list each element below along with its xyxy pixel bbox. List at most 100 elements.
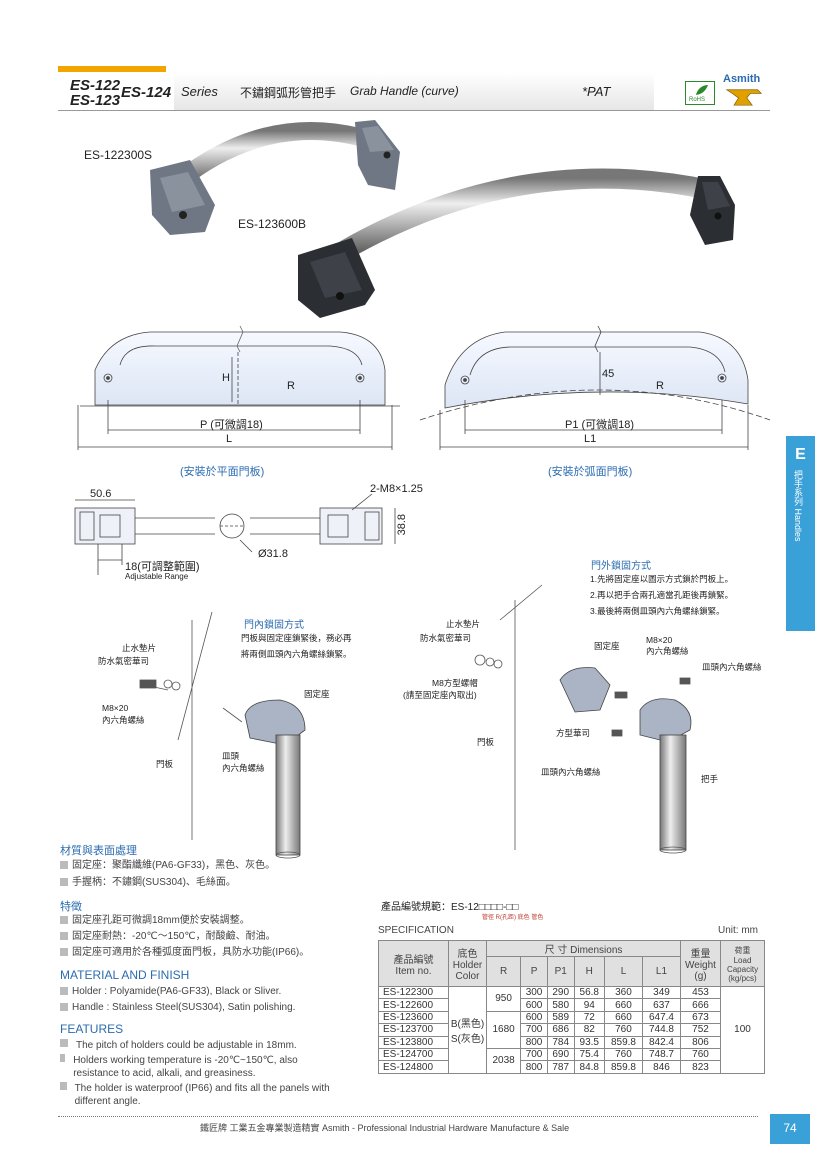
cell-p1: 784 (546, 1035, 575, 1049)
cell-h: 82 (573, 1023, 605, 1037)
page-number-box (770, 1114, 810, 1144)
inner-bolt-2: 內六角螺絲 (102, 715, 145, 725)
drawing-inner-mounting (139, 611, 306, 859)
cell-l: 859.8 (603, 1060, 643, 1074)
cell-load: 100 (720, 986, 765, 1074)
cell-p1: 580 (546, 998, 575, 1012)
cell-h: 84.8 (573, 1060, 605, 1074)
cell-p: 600 (520, 1010, 548, 1025)
cell-h: 93.5 (573, 1035, 605, 1049)
cell-id: ES-122300 (378, 985, 449, 1000)
material-en-title: MATERIAL AND FINISH (60, 968, 190, 982)
outer-washer: 止水墊片 (446, 619, 481, 629)
photo-label-es122300s: ES-122300S (84, 148, 153, 162)
inner-holder: 固定座 (304, 689, 330, 699)
cell-weight: 823 (680, 1060, 721, 1074)
drawing-flat-panel (77, 325, 400, 450)
features-zh-item-3: 固定座可適用於各種弧度面門板，具防水功能(IP66)。 (60, 946, 309, 959)
table-row: ES-123600 1680 600 589 72 660 647.4 673 (378, 1010, 765, 1049)
header-gradient (174, 73, 654, 110)
th-weight-unit: (g) (694, 971, 707, 982)
dim-dia: Ø31.8 (258, 548, 288, 560)
spec-label: SPECIFICATION (378, 925, 454, 936)
th-load-unit: (kg/pcs) (728, 973, 757, 983)
features-zh-item-1: 固定座孔距可微調18mm便於安裝調整。 (60, 914, 250, 927)
dim-l1: L1 (584, 433, 597, 445)
cell-id: ES-123800 (378, 1035, 449, 1049)
features-en-text-1: The pitch of holders could be adjustable… (76, 1040, 297, 1051)
cell-l: 760 (603, 1047, 643, 1062)
th-color-en1: Holder (452, 960, 483, 971)
dim-r-curved: R (656, 380, 664, 392)
cell-l1: 748.7 (641, 1047, 682, 1062)
outer-bolt-2: 內六角螺絲 (646, 646, 689, 656)
inner-gasket: 防水氣密華司 (98, 656, 150, 666)
th-color-en2: Color (455, 971, 480, 982)
dim-l: L (226, 433, 233, 445)
th-load-zh: 荷重 (734, 945, 751, 955)
features-zh-text-1: 固定座孔距可微調18mm便於安裝調整。 (72, 915, 250, 926)
inner-text-1: 門板與固定座鎖緊後，務必再 (241, 633, 352, 643)
inner-bolt-1: M8×20 (102, 703, 129, 713)
bullet-square-icon (60, 916, 68, 924)
th-l1: L1 (641, 956, 682, 987)
cell-p1: 787 (546, 1060, 575, 1074)
outer-step-3: 3.最後將兩側皿頭內六角螺絲鎖緊。 (590, 606, 725, 616)
outer-step-1: 1.先將固定座以圖示方式鎖於門板上。 (590, 574, 734, 584)
caption-curved: (安裝於弧面門板) (548, 466, 633, 478)
dim-50-6: 50.6 (90, 488, 112, 500)
cell-l1: 647.4 (641, 1010, 682, 1025)
cell-l: 660 (603, 998, 643, 1012)
anvil-logo-icon (725, 89, 763, 106)
cell-p1: 589 (546, 1010, 575, 1025)
features-en-item-1: The pitch of holders could be adjustable… (60, 1039, 340, 1052)
outer-bolt-1: M8×20 (646, 635, 673, 645)
cell-h: 75.4 (573, 1047, 605, 1062)
cell-h: 72 (573, 1010, 605, 1025)
order-rule: 產品編號規範：ES-12□□□□-□□ (381, 902, 519, 913)
features-en-text-3: The holder is waterproof (IP66) and fits… (74, 1083, 330, 1107)
leaf-icon (696, 85, 708, 95)
color-grey: S(灰色) (450, 1033, 485, 1045)
cell-id: ES-124800 (378, 1060, 449, 1074)
cell-weight: 760 (680, 1047, 721, 1062)
cell-id: ES-122600 (378, 998, 449, 1012)
outer-handle: 把手 (701, 774, 719, 784)
brand-name: Asmith (723, 73, 761, 85)
outer-title: 門外鎖固方式 (591, 561, 651, 572)
cell-l: 360 (603, 985, 643, 1000)
cell-color: B(黑色)S(灰色) (448, 986, 487, 1074)
outer-step-2: 2.再以把手合兩孔適當孔距後再鎖緊。 (590, 590, 734, 600)
bullet-square-icon (60, 1003, 68, 1011)
cell-l1: 846 (641, 1060, 682, 1074)
cell-r: 950 (485, 986, 522, 1012)
caption-flat: (安裝於平面門板) (180, 466, 265, 478)
th-item-zh: 產品編號 (393, 954, 434, 966)
inner-csk-1: 皿頭 (222, 751, 240, 761)
cell-l1: 349 (641, 985, 682, 1000)
unit-label: Unit: mm (718, 925, 758, 936)
photo-label-es123600b: ES-123600B (238, 217, 307, 231)
th-color-zh: 底色 (457, 949, 478, 960)
cell-p: 800 (520, 1035, 548, 1049)
th-l: L (603, 956, 643, 987)
cell-p1: 690 (546, 1047, 575, 1062)
features-en-item-2: Holders working temperature is -20℃~150℃… (60, 1054, 340, 1080)
cell-r: 1680 (485, 1010, 522, 1049)
cell-p: 600 (520, 998, 548, 1012)
table-row: ES-123800 800 784 93.5 859.8 842.4 806 (378, 1035, 765, 1049)
drawing-outer-mounting (474, 584, 692, 854)
dim-r: R (287, 380, 295, 392)
product-photo-es122300s (150, 120, 400, 235)
th-r: R (485, 956, 522, 987)
th-dimensions: 尺 寸 Dimensions (486, 940, 681, 957)
bullet-square-icon (60, 1082, 67, 1090)
page-number: 74 (783, 1121, 797, 1135)
cell-l1: 842.4 (641, 1035, 682, 1049)
bullet-square-icon (60, 932, 68, 940)
th-item-en: Item no. (395, 965, 432, 977)
series-label: Series (181, 84, 218, 99)
bullet-square-icon (60, 1039, 68, 1047)
